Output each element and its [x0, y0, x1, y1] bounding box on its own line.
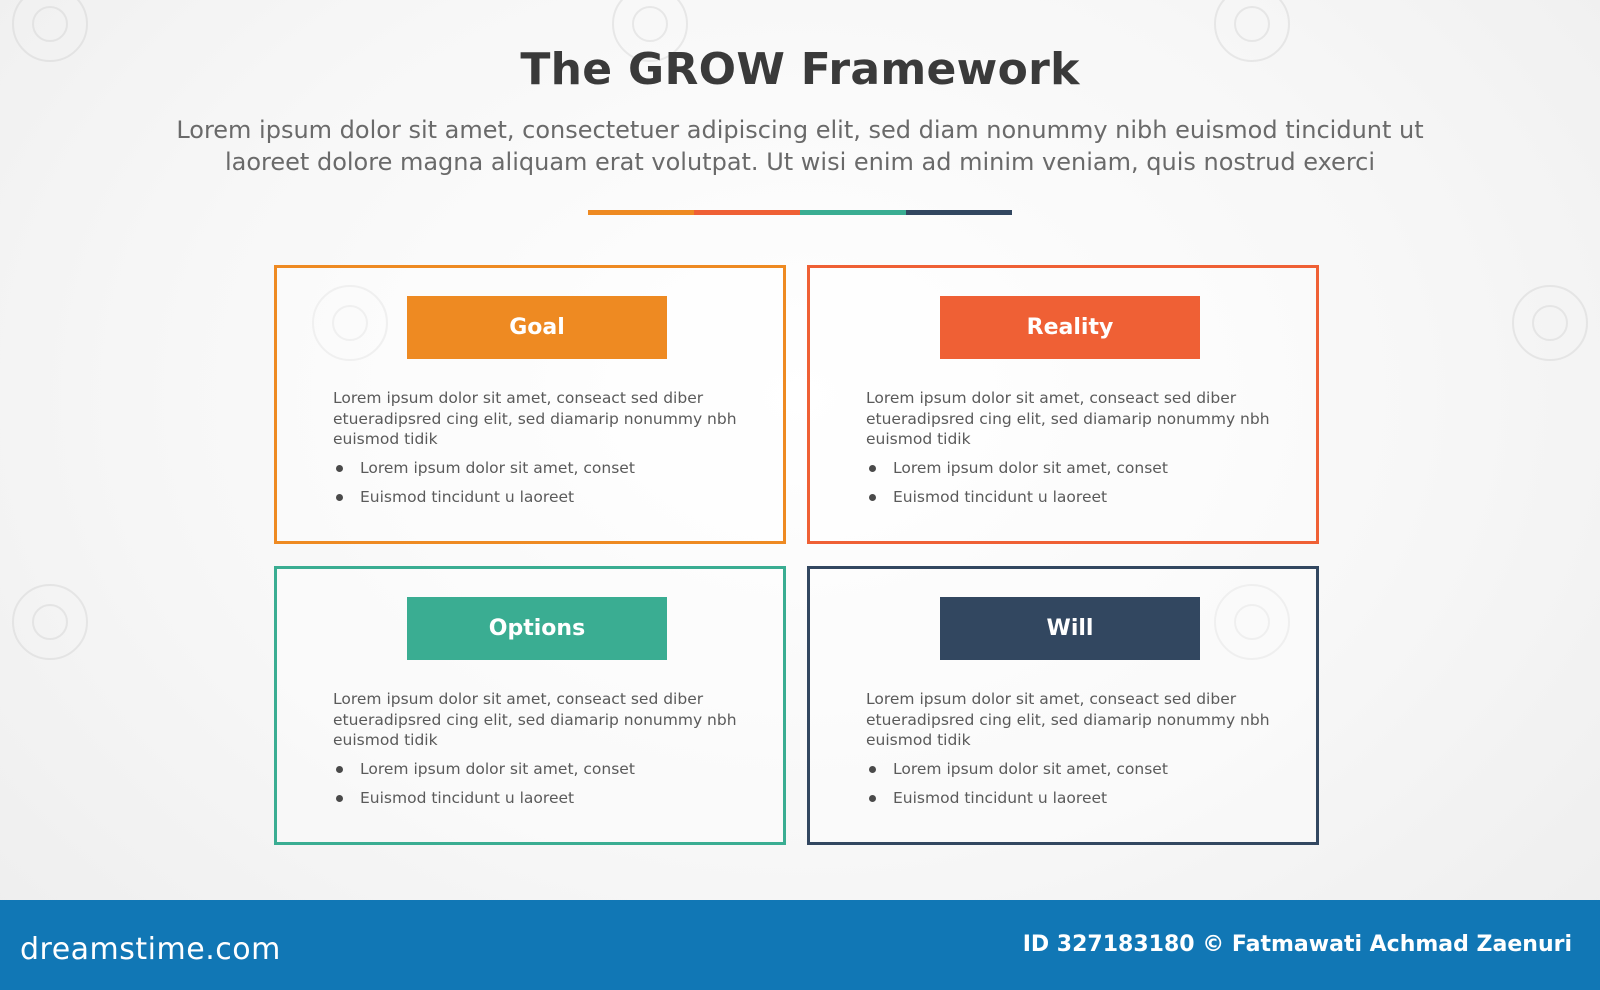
card-body: Lorem ipsum dolor sit amet, conseact sed… — [866, 689, 1286, 818]
bullet-list: Lorem ipsum dolor sit amet, conset Euism… — [866, 759, 1286, 809]
divider-segment-options — [800, 210, 906, 215]
watermark-icon — [12, 0, 88, 62]
divider-segment-reality — [694, 210, 800, 215]
bullet-dot-icon — [869, 464, 876, 472]
footer-brand-logo[interactable]: dreamstime.com — [20, 932, 281, 967]
card-header-goal: Goal — [407, 296, 667, 359]
bullet-text: Lorem ipsum dolor sit amet, conset — [360, 458, 635, 477]
watermark-icon — [1512, 285, 1588, 361]
bullet-text: Lorem ipsum dolor sit amet, conset — [360, 759, 635, 778]
card-label: Goal — [509, 315, 565, 340]
card-header-reality: Reality — [940, 296, 1200, 359]
bullet-dot-icon — [336, 765, 343, 773]
card-label: Will — [1046, 616, 1094, 641]
card-body: Lorem ipsum dolor sit amet, conseact sed… — [866, 388, 1286, 517]
card-body: Lorem ipsum dolor sit amet, conseact sed… — [333, 388, 753, 517]
card-description: Lorem ipsum dolor sit amet, conseact sed… — [333, 389, 737, 448]
watermark-icon — [1214, 584, 1290, 660]
card-description: Lorem ipsum dolor sit amet, conseact sed… — [333, 690, 737, 749]
card-label: Reality — [1026, 315, 1114, 340]
watermark-icon — [312, 285, 388, 361]
card-body: Lorem ipsum dolor sit amet, conseact sed… — [333, 689, 753, 818]
bullet-text: Lorem ipsum dolor sit amet, conset — [893, 759, 1168, 778]
subtitle-line-1: Lorem ipsum dolor sit amet, consectetuer… — [176, 116, 1424, 144]
watermark-icon — [1214, 0, 1290, 62]
bullet-list: Lorem ipsum dolor sit amet, conset Euism… — [866, 458, 1286, 508]
bullet-list: Lorem ipsum dolor sit amet, conset Euism… — [333, 458, 753, 508]
bullet-dot-icon — [869, 765, 876, 773]
color-divider — [588, 210, 1012, 215]
bullet-text: Euismod tincidunt u laoreet — [360, 488, 575, 506]
bullet-dot-icon — [336, 464, 343, 472]
watermark-icon — [612, 0, 688, 62]
bullet-list: Lorem ipsum dolor sit amet, conset Euism… — [333, 759, 753, 809]
watermark-icon — [12, 584, 88, 660]
card-description: Lorem ipsum dolor sit amet, conseact sed… — [866, 690, 1270, 749]
bullet-item: Lorem ipsum dolor sit amet, conset — [333, 759, 753, 780]
bullet-dot-icon — [336, 795, 343, 802]
bullet-dot-icon — [869, 795, 876, 802]
card-header-will: Will — [940, 597, 1200, 660]
bullet-item: Lorem ipsum dolor sit amet, conset — [333, 458, 753, 479]
footer-credit: ID 327183180 © Fatmawati Achmad Zaenuri — [1022, 932, 1572, 957]
bullet-item: Euismod tincidunt u laoreet — [333, 788, 753, 809]
card-options: Options Lorem ipsum dolor sit amet, cons… — [274, 566, 786, 845]
bullet-dot-icon — [869, 494, 876, 501]
card-label: Options — [488, 616, 586, 641]
bullet-item: Lorem ipsum dolor sit amet, conset — [866, 759, 1286, 780]
card-reality: Reality Lorem ipsum dolor sit amet, cons… — [807, 265, 1319, 544]
footer-bar: dreamstime.com ID 327183180 © Fatmawati … — [0, 900, 1600, 990]
divider-segment-goal — [588, 210, 694, 215]
card-goal: Goal Lorem ipsum dolor sit amet, conseac… — [274, 265, 786, 544]
subtitle-line-2: laoreet dolore magna aliquam erat volutp… — [224, 148, 1376, 176]
bullet-text: Lorem ipsum dolor sit amet, conset — [893, 458, 1168, 477]
card-description: Lorem ipsum dolor sit amet, conseact sed… — [866, 389, 1270, 448]
bullet-item: Euismod tincidunt u laoreet — [866, 487, 1286, 508]
page-title: The GROW Framework — [520, 44, 1080, 95]
card-header-options: Options — [407, 597, 667, 660]
bullet-text: Euismod tincidunt u laoreet — [360, 789, 575, 807]
card-will: Will Lorem ipsum dolor sit amet, conseac… — [807, 566, 1319, 845]
divider-segment-will — [906, 210, 1012, 215]
bullet-item: Euismod tincidunt u laoreet — [333, 487, 753, 508]
subtitle: Lorem ipsum dolor sit amet, consectetuer… — [110, 114, 1490, 178]
bullet-item: Euismod tincidunt u laoreet — [866, 788, 1286, 809]
bullet-text: Euismod tincidunt u laoreet — [893, 488, 1108, 506]
bullet-dot-icon — [336, 494, 343, 501]
bullet-text: Euismod tincidunt u laoreet — [893, 789, 1108, 807]
bullet-item: Lorem ipsum dolor sit amet, conset — [866, 458, 1286, 479]
